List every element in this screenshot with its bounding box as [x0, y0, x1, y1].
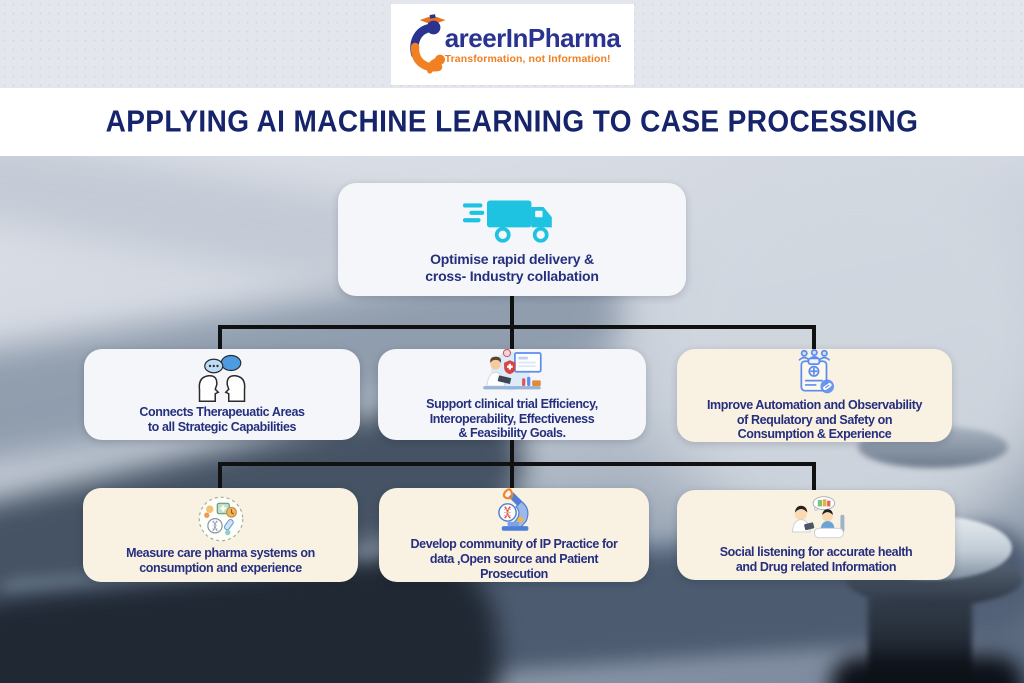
background-shape [830, 656, 1024, 683]
connector-line [218, 325, 816, 329]
title-band: APPLYING AI MACHINE LEARNING TO CASE PRO… [0, 88, 1024, 156]
flow-node-regulatory-safety: Improve Automation and Observability of … [677, 349, 952, 442]
connector-line [510, 296, 514, 329]
logo-card: areerInPharma Transformation, not Inform… [391, 4, 634, 85]
flow-node-label: Develop community of IP Practice for dat… [410, 537, 618, 581]
flow-node-label: Measure care pharma systems on consumpti… [126, 545, 315, 575]
flow-node-label: Improve Automation and Observability of … [706, 397, 923, 442]
connector-line [510, 462, 514, 489]
microscope-icon [498, 488, 529, 532]
flow-node-clinical-trials: Support clinical trial Efficiency, Inter… [378, 348, 646, 441]
flow-node-ip-community: Develop community of IP Practice for dat… [379, 488, 649, 582]
pharma-systems-icon [198, 496, 243, 542]
page-title: APPLYING AI MACHINE LEARNING TO CASE PRO… [105, 104, 919, 139]
flow-node-label: Connects Therapeuatic Areas to all Strat… [139, 405, 305, 434]
flow-node-root: Optimise rapid delivery & cross- Industr… [338, 183, 686, 296]
clinical-trial-scientist-icon [483, 348, 542, 391]
flow-node-social-listening: Social listening for accurate health and… [677, 490, 955, 580]
logo-tagline: Transformation, not Information! [444, 52, 611, 65]
delivery-truck-icon [462, 200, 552, 243]
flow-node-therapeutic-areas: Connects Therapeuatic Areas to all Strat… [84, 349, 360, 440]
connector-line [812, 462, 816, 491]
connector-line [812, 325, 816, 351]
regulatory-clipboard-icon [798, 349, 834, 394]
logo-brand-text: areerInPharma [444, 22, 621, 53]
connector-line [218, 462, 816, 466]
flow-node-measure-systems: Measure care pharma systems on consumpti… [83, 488, 358, 582]
doctor-patient-icon [791, 496, 845, 538]
connector-line [218, 325, 222, 351]
flow-node-label: Support clinical trial Efficiency, Inter… [426, 396, 598, 441]
connector-line [510, 325, 514, 351]
connector-line [510, 438, 514, 464]
flow-node-label: Social listening for accurate health and… [719, 544, 913, 574]
talking-heads-icon [198, 355, 246, 403]
flow-node-label: Optimise rapid delivery & cross- Industr… [425, 250, 599, 284]
connector-line [218, 462, 222, 489]
careerinpharma-logo-icon [410, 13, 446, 74]
